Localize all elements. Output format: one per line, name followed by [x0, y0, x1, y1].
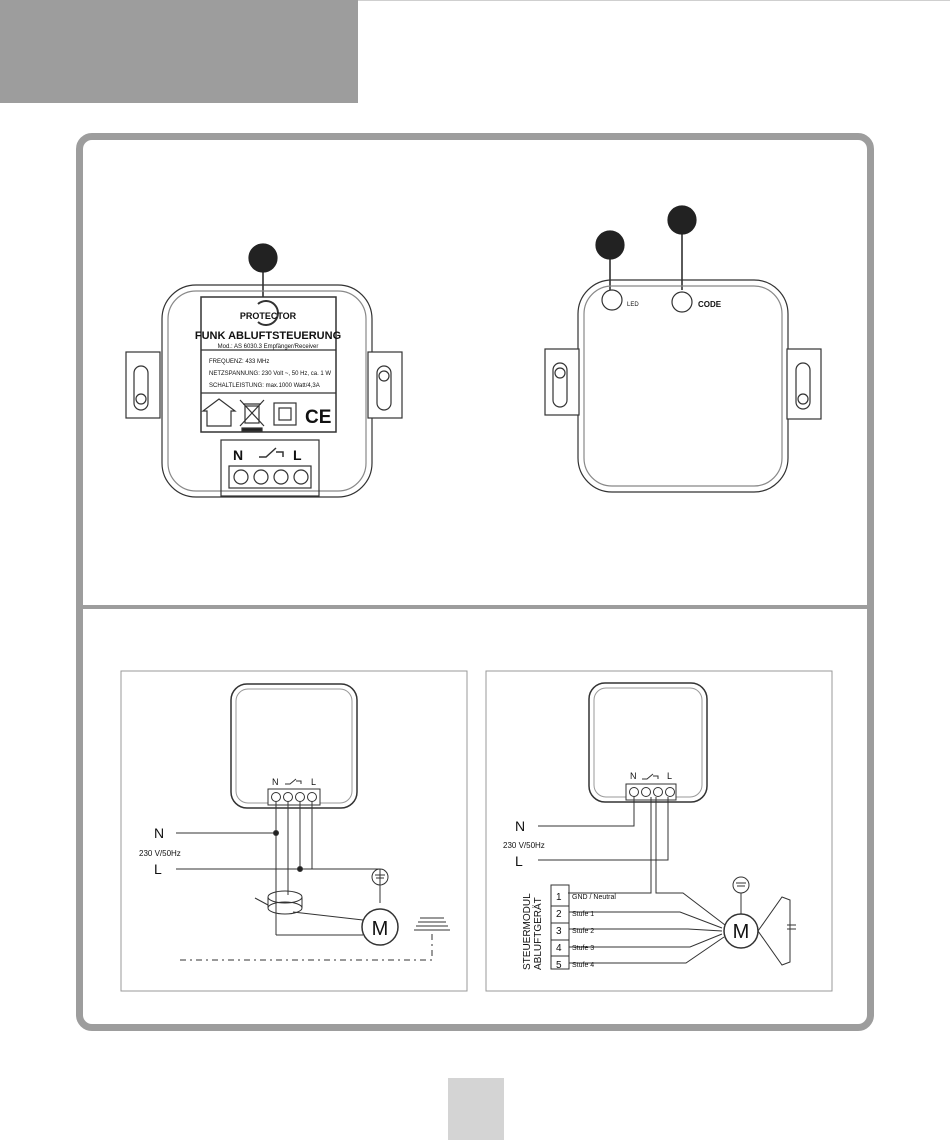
- module-terminal-label: GND / Neutral: [572, 894, 616, 901]
- wiring-panel-frame: [121, 671, 467, 991]
- wire-motor-top: [312, 869, 380, 903]
- module-terminal-number: 3: [556, 926, 562, 937]
- junction-dot: [274, 831, 279, 836]
- callout-marker-3: [668, 206, 696, 234]
- line-n-label: N: [515, 818, 525, 834]
- frequency-spec: FREQUENZ: 433 MHz: [209, 359, 269, 365]
- code-label: CODE: [698, 300, 722, 309]
- line-n-label: N: [154, 825, 164, 841]
- double-insulation-icon: [274, 403, 296, 425]
- current-sensor-pointer: [255, 898, 268, 905]
- wire-l: [538, 797, 668, 860]
- wire-gnd: [568, 797, 651, 893]
- receiver-housing-inner: [594, 688, 702, 797]
- fan-blade-icon: [758, 897, 790, 965]
- relay-contact-symbol: [259, 448, 283, 457]
- junction-dot: [298, 867, 303, 872]
- indoor-use-icon: [203, 399, 235, 426]
- wiring-diagram-left: [121, 671, 467, 991]
- callout-marker-2: [596, 231, 624, 259]
- terminal-l-label: L: [311, 777, 316, 787]
- receiver-housing-inner: [236, 689, 352, 803]
- led-label: LED: [627, 302, 639, 308]
- front-terminal-screw: [294, 470, 308, 484]
- module-terminal-number: 4: [556, 943, 562, 954]
- weee-bin-icon: [240, 400, 264, 431]
- current-sensor: [268, 891, 302, 903]
- back-housing-inner: [584, 286, 782, 486]
- brand-name: PROTECTOR: [240, 311, 297, 321]
- motor-label: M: [733, 921, 750, 943]
- module-terminal-number: 1: [556, 892, 562, 903]
- switching-power-spec: SCHALTLEISTUNG: max.1000 Watt/4,3A: [209, 383, 320, 389]
- wiring-left-labels: N L N 230 V/50Hz L M: [139, 777, 388, 940]
- product-title: FUNK ABLUFTSTEUERUNG: [195, 330, 341, 342]
- ground-symbol: [733, 877, 749, 893]
- module-label-line-1: STEUERMODUL: [522, 893, 533, 970]
- module-terminal-labels: 1 GND / Neutral 2 Stufe 1 3 Stufe 2 4 Stufe 3 5 S…: [556, 892, 616, 971]
- back-unit: [545, 206, 821, 492]
- terminal-l-label: L: [667, 771, 672, 781]
- terminal-n-label: N: [630, 771, 637, 781]
- front-terminal-screw: [234, 470, 248, 484]
- relay-contact-symbol: [285, 779, 301, 784]
- power-supply-spec: NETZSPANNUNG: 230 Volt ~, 50 Hz, ca. 1 W: [209, 371, 331, 377]
- code-button: [672, 292, 692, 312]
- line-l-label: L: [515, 853, 523, 869]
- led-indicator: [602, 290, 622, 310]
- line-l-label: L: [154, 861, 162, 877]
- model-number: Mod.: AS 6030.3 Empfänger/Receiver: [218, 344, 319, 350]
- ce-mark: CE: [305, 407, 331, 428]
- module-terminal-number: 2: [556, 909, 562, 920]
- mount-tab-left: [545, 349, 579, 415]
- module-terminal-label: Stufe 1: [572, 911, 594, 918]
- mount-tab-right: [368, 352, 402, 418]
- front-terminal-screw: [254, 470, 268, 484]
- callout-marker-1: [249, 244, 277, 272]
- module-label-line-2: ABLUFTGERÄT: [532, 897, 544, 970]
- relay-contact-symbol: [642, 774, 658, 779]
- module-terminal-label: Stufe 4: [572, 962, 594, 969]
- terminal-n-label: N: [272, 777, 279, 787]
- wire-motor-gnd: [656, 797, 725, 925]
- wire-motor-l: [293, 912, 363, 920]
- front-terminal-screw: [274, 470, 288, 484]
- front-terminal-l: L: [293, 447, 302, 463]
- mount-tab-left: [126, 352, 160, 418]
- front-terminal-n: N: [233, 447, 243, 463]
- motor-label: M: [372, 918, 389, 940]
- voltage-label: 230 V/50Hz: [139, 849, 181, 858]
- module-terminal-label: Stufe 2: [572, 928, 594, 935]
- module-terminal-number: 5: [556, 960, 562, 971]
- dashed-control-line: [180, 932, 432, 960]
- module-terminal-label: Stufe 3: [572, 945, 594, 952]
- voltage-label: 230 V/50Hz: [503, 841, 545, 850]
- wiring-right-labels: N L N 230 V/50Hz L M STEUERMODUL ABLUFTG…: [503, 771, 749, 971]
- front-terminal-strip: [229, 466, 311, 488]
